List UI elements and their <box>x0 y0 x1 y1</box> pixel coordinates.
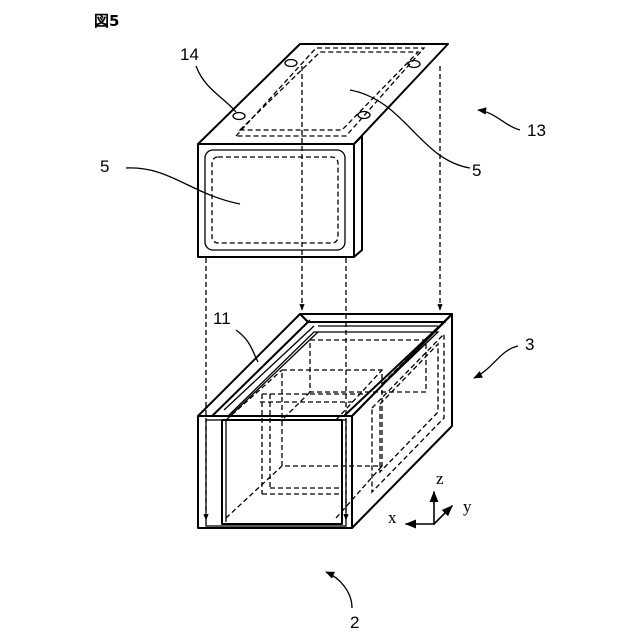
case-3 <box>198 314 452 528</box>
label-11: 11 <box>213 309 231 328</box>
rail-line <box>214 320 310 414</box>
axis-z-label: z <box>436 469 444 488</box>
arrow-13 <box>478 110 520 130</box>
leader-14 <box>196 66 236 112</box>
arrow-2 <box>326 572 352 608</box>
label-14: 14 <box>180 45 199 64</box>
label-13: 13 <box>527 121 546 140</box>
leader-11 <box>236 330 258 362</box>
axis-y-label: y <box>463 497 472 516</box>
arrow-3 <box>474 346 518 378</box>
lid-right-face <box>354 136 362 257</box>
case-left-rail <box>198 314 308 422</box>
label-2: 2 <box>350 613 359 632</box>
axis-x-label: x <box>388 508 397 527</box>
figure-title: 図5 <box>94 12 119 30</box>
label-5-right: 5 <box>472 161 481 180</box>
lid-front-face <box>198 144 354 257</box>
axis-y <box>434 506 452 524</box>
rail-line <box>224 326 314 410</box>
label-3: 3 <box>525 335 534 354</box>
case-back-rim <box>300 314 452 322</box>
label-5-left: 5 <box>100 157 109 176</box>
case-right-face <box>352 314 452 528</box>
lid-13 <box>198 44 448 257</box>
